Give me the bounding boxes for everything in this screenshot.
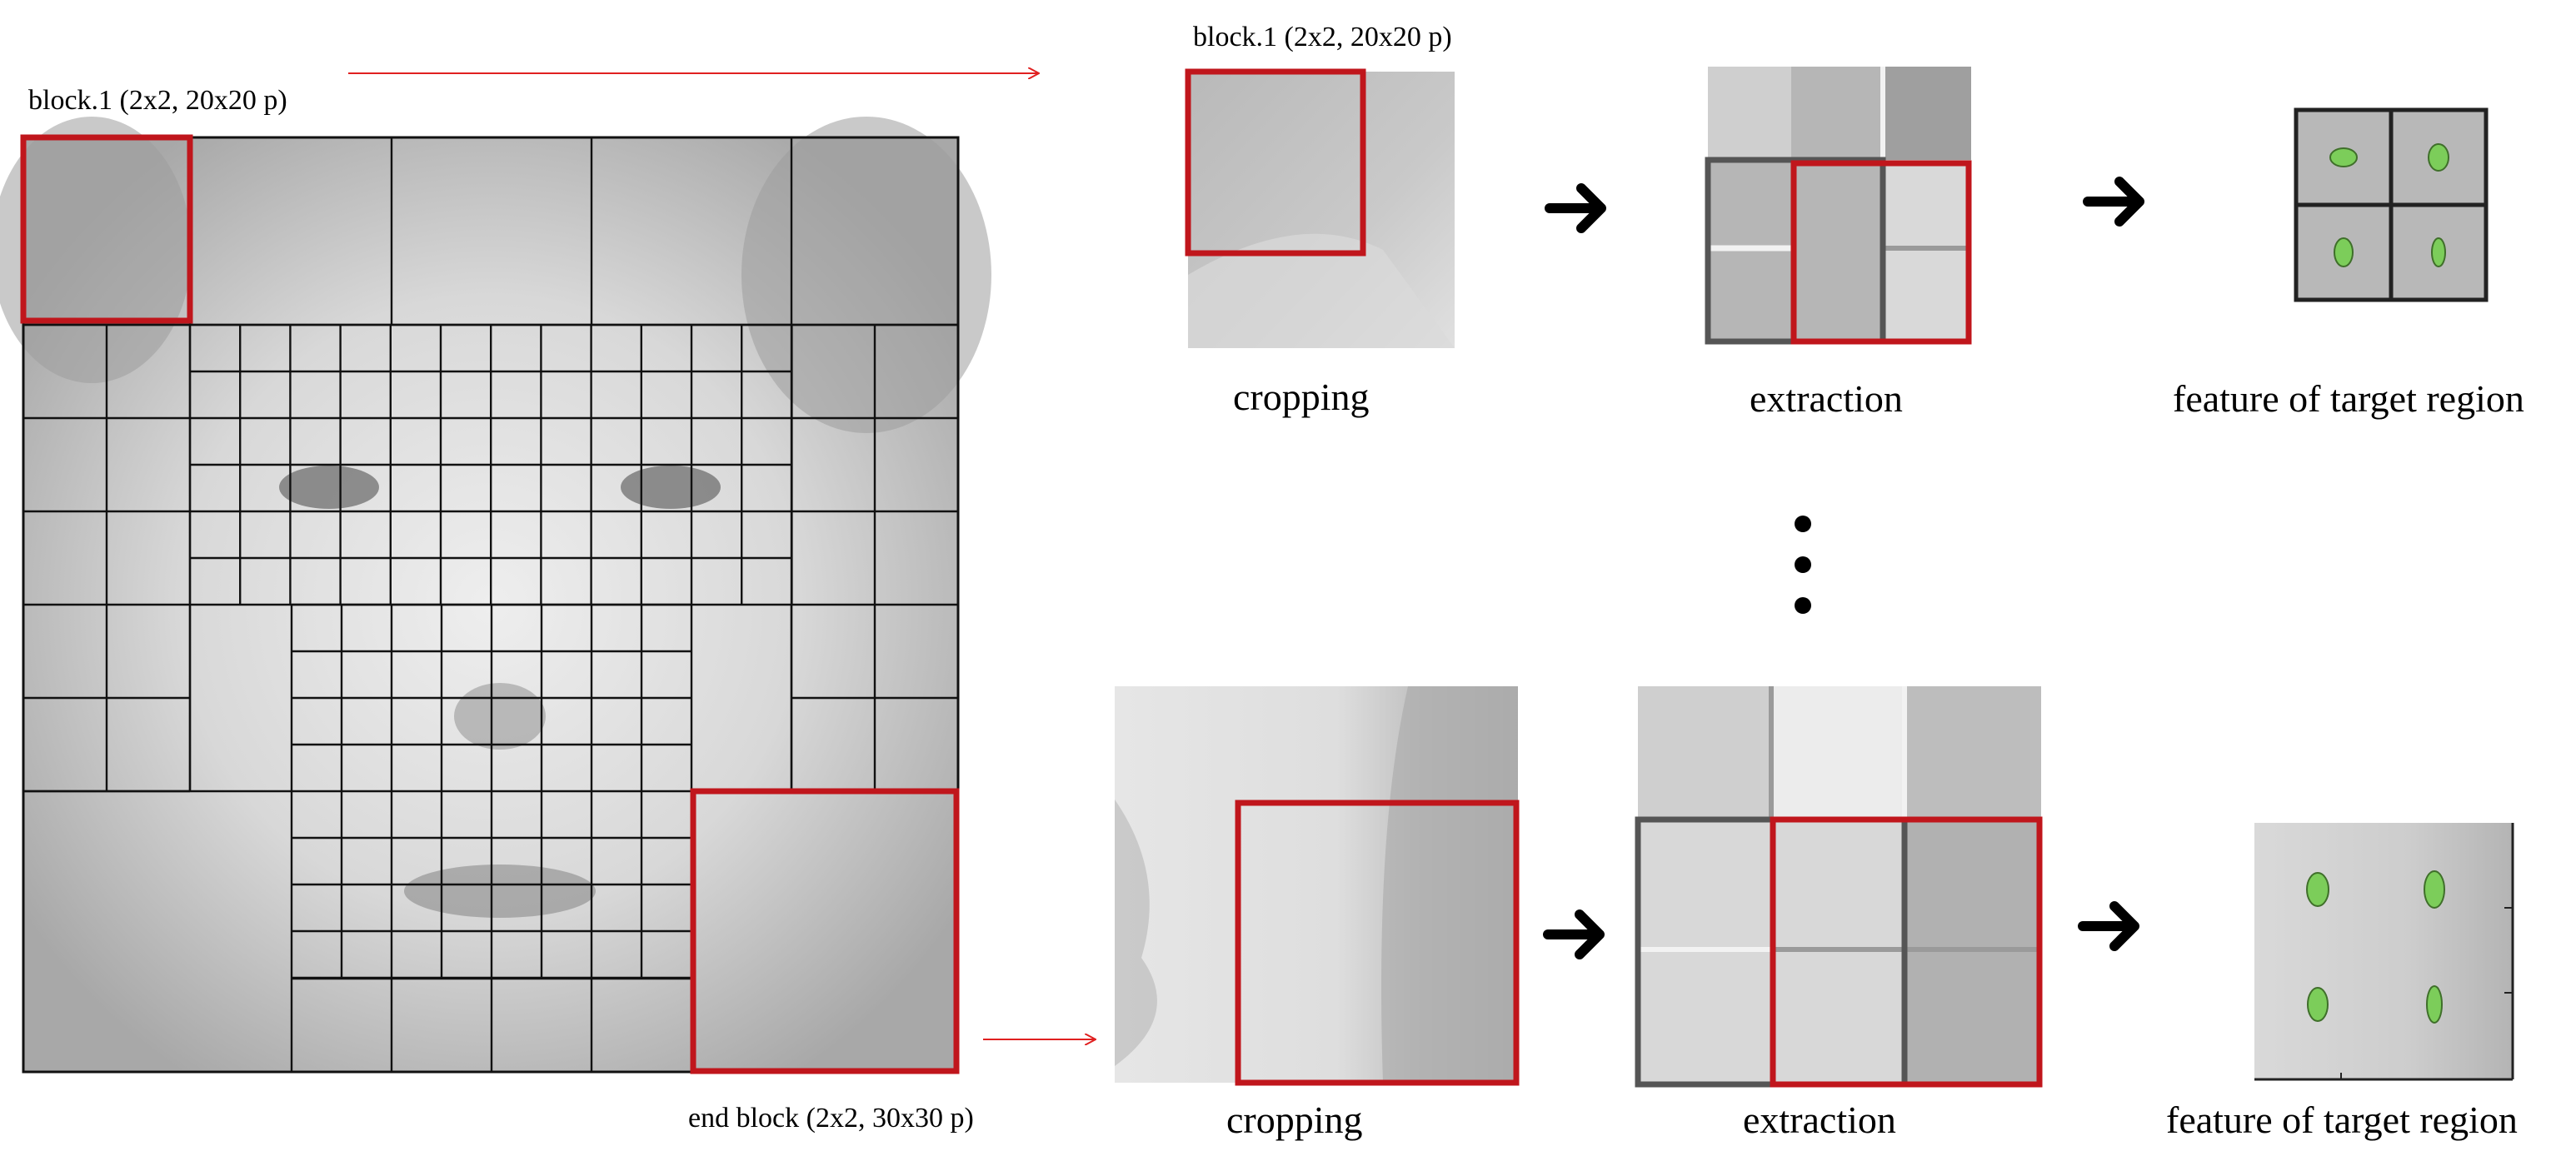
vertical-dots-icon <box>1795 516 1811 614</box>
face-eye-right <box>621 466 721 509</box>
bottom-crop-cheek-shade <box>1115 800 1157 1066</box>
end-block-highlight <box>690 788 960 1074</box>
feature-point-icon <box>2424 870 2445 909</box>
top-cropping-caption: cropping <box>1233 376 1370 418</box>
face-nose <box>454 683 546 750</box>
face-mouth <box>404 865 596 918</box>
bottom-cropping-panel <box>1115 686 1520 1086</box>
face-grid-border <box>22 136 960 1074</box>
feature-point-icon <box>2426 985 2443 1024</box>
top-feature-caption: feature of target region <box>2173 377 2524 420</box>
bottom-feature-caption: feature of target region <box>2166 1099 2518 1141</box>
top-cropping-panel <box>1185 68 1455 348</box>
top-step-arrow-1 <box>1545 183 1606 233</box>
face-hair-left <box>0 117 192 383</box>
bottom-extract-tile <box>1905 820 2041 1086</box>
bottom-extraction-panel <box>1635 686 2043 1088</box>
bottom-crop-highlight <box>1235 800 1520 1086</box>
bottom-feature-image <box>2254 823 2513 1079</box>
top-extraction-caption: extraction <box>1750 377 1903 420</box>
bottom-crop-jaw-shade <box>1381 686 1518 1083</box>
feature-point-icon <box>2306 872 2329 907</box>
first-block-label-top: block.1 (2x2, 20x20 p) <box>1193 22 1452 52</box>
top-feature-panel <box>2294 107 2489 302</box>
top-extract-tile <box>1708 67 1791 160</box>
bottom-step-arrow-1 <box>1543 909 1605 959</box>
top-crop-highlight <box>1185 68 1366 257</box>
feature-point-icon <box>2334 237 2354 267</box>
first-block-highlight <box>20 134 193 324</box>
bottom-extract-tile <box>1905 686 2041 820</box>
bottom-extraction-caption: extraction <box>1743 1099 1896 1141</box>
end-block-label: end block (2x2, 30x30 p) <box>688 1103 974 1134</box>
top-extract-window-red <box>1790 160 1972 345</box>
first-block-label-left: block.1 (2x2, 20x20 p) <box>28 85 287 116</box>
face-eye-left <box>279 466 379 509</box>
feature-point-icon <box>2428 143 2449 172</box>
bottom-step-arrow-2 <box>2078 901 2139 951</box>
bottom-cropping-caption: cropping <box>1226 1099 1363 1141</box>
feature-point-icon <box>2431 237 2446 267</box>
top-extract-tile <box>1883 67 1971 160</box>
feature-point-icon <box>2329 147 2358 167</box>
top-extraction-panel <box>1705 67 1972 345</box>
face-hair-right <box>741 117 991 433</box>
top-crop-jaw-shade <box>1188 233 1455 348</box>
bottom-feature-panel <box>2254 823 2514 1081</box>
bottom-extract-window-red <box>1770 816 2043 1088</box>
bottom-extract-tile <box>1638 686 1771 820</box>
face-grid-panel <box>0 117 991 1074</box>
feature-point-icon <box>2307 987 2329 1022</box>
bottom-extract-tile <box>1771 686 1905 820</box>
top-step-arrow-2 <box>2083 177 2144 227</box>
